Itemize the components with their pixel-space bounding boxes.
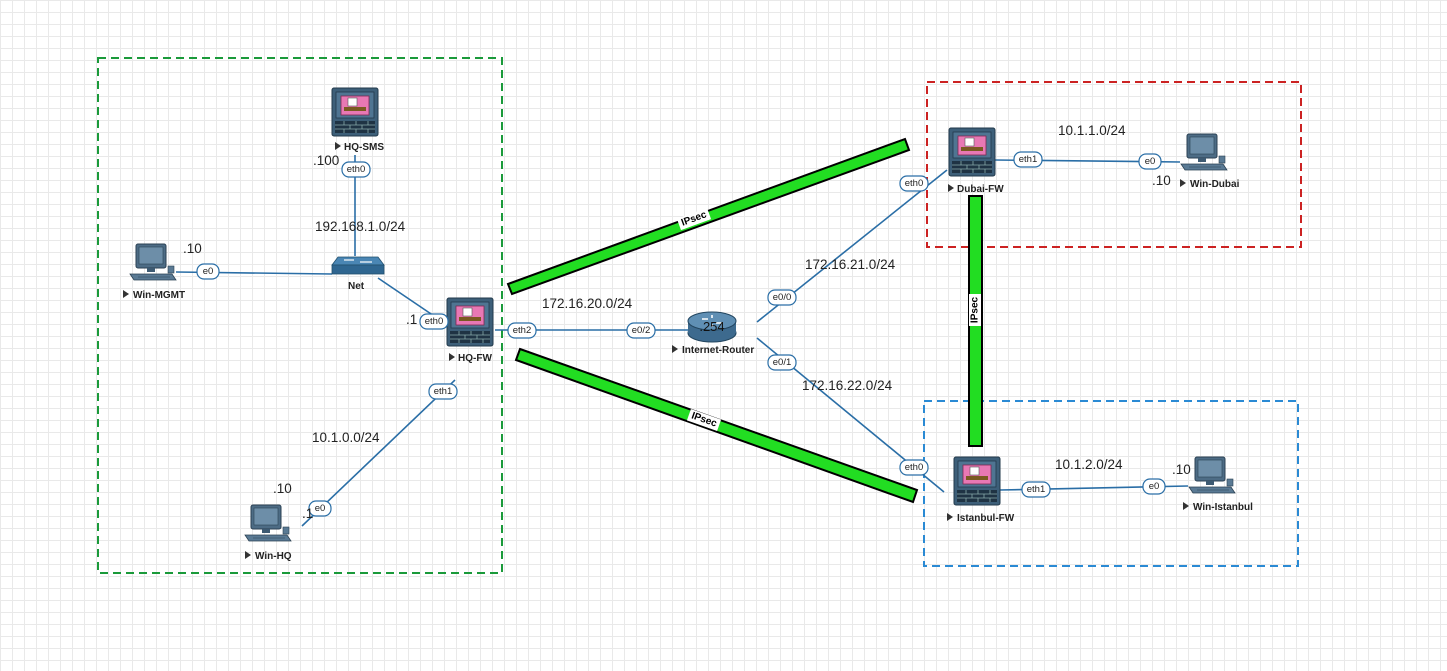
iface-dubai-eth0: eth0 [899,175,929,192]
device-label: Win-Istanbul [1193,502,1253,513]
play-icon[interactable] [245,551,251,559]
host-id-label: .100 [313,153,339,168]
device-label: Win-HQ [255,551,292,562]
network-label: 172.16.22.0/24 [802,378,893,393]
iface-istanbul-eth0: eth0 [899,459,929,476]
zone-istanbul [923,400,1299,567]
tunnel-label: IPsec [970,296,981,323]
play-icon[interactable] [449,353,455,361]
svg-text:e0/1: e0/1 [773,357,792,368]
firewall-icon [948,127,996,177]
network-label: 10.1.2.0/24 [1055,457,1123,472]
internet-router-node[interactable]: .254 Internet-Router [672,311,754,356]
hq-sms-node[interactable]: HQ-SMS [331,87,384,153]
svg-text:e0: e0 [203,266,214,277]
device-label: HQ-SMS [344,142,384,153]
iface-winhq-e0: e0 [308,500,332,517]
tunnel-hq-dubai: IPsec [506,137,911,296]
svg-text:e0: e0 [1145,156,1156,167]
iface-router-e02: e0/2 [626,322,656,339]
win-mgmt-node[interactable]: Win-MGMT [123,243,185,301]
zone-hq [97,57,503,574]
svg-text:e0/0: e0/0 [773,292,792,303]
device-label: Dubai-FW [957,184,1004,195]
zone-dubai [926,81,1302,248]
iface-winmgmt-e0: e0 [196,263,220,280]
iface-windubai-e0: e0 [1138,153,1162,170]
play-icon[interactable] [947,513,953,521]
device-label: Win-MGMT [133,290,185,301]
iface-istanbul-eth1: eth1 [1021,481,1051,498]
iface-router-e00: e0/0 [767,289,797,306]
svg-text:e0/2: e0/2 [632,325,651,336]
network-label: 192.168.1.0/24 [315,219,406,234]
iface-router-e01: e0/1 [767,354,797,371]
win-istanbul-node[interactable]: Win-Istanbul [1183,456,1253,513]
dubai-fw-node[interactable]: Dubai-FW [948,127,1004,195]
play-icon[interactable] [672,345,678,353]
iface-hqfw-eth2: eth2 [507,322,537,339]
device-label: Net [348,281,365,292]
tunnel-hq-istanbul: IPsec [514,347,919,504]
istanbul-fw-node[interactable]: Istanbul-FW [947,456,1015,524]
svg-text:eth1: eth1 [1027,484,1046,495]
network-label: 10.1.1.0/24 [1058,123,1126,138]
svg-text:eth1: eth1 [434,386,453,397]
workstation-icon [1180,133,1228,171]
device-label: Istanbul-FW [957,513,1015,524]
workstation-icon [244,504,292,542]
link-net-hqfw [377,277,441,321]
firewall-icon [446,297,494,347]
host-id-label: .10 [183,241,202,256]
iface-hqfw-eth0: eth0 [419,313,449,330]
firewall-icon [331,87,379,137]
network-label: 172.16.20.0/24 [542,296,633,311]
firewall-icon [953,456,1001,506]
host-id-label: .10 [1152,173,1171,188]
play-icon[interactable] [123,290,129,298]
play-icon[interactable] [948,184,954,192]
host-id-label: .1 [406,312,417,327]
workstation-icon [129,243,177,281]
device-label: Internet-Router [682,345,754,356]
win-hq-node[interactable]: Win-HQ [244,504,292,562]
host-id-label: .1 [302,506,313,521]
svg-text:eth0: eth0 [905,462,924,473]
iface-hqsms-eth0: eth0 [341,161,371,178]
net-switch-node[interactable]: Net [331,256,385,292]
network-label: 172.16.21.0/24 [805,257,896,272]
svg-text:eth2: eth2 [513,325,532,336]
host-id-label: .10 [1172,462,1191,477]
router-host-id: .254 [699,319,724,334]
svg-text:e0: e0 [315,503,326,514]
hq-fw-node[interactable]: HQ-FW [446,297,494,364]
host-id-label: .10 [273,481,292,496]
device-label: Win-Dubai [1190,179,1240,190]
play-icon[interactable] [1180,179,1186,187]
iface-dubai-eth1: eth1 [1013,151,1043,168]
iface-hqfw-eth1: eth1 [428,383,458,400]
switch-icon [331,256,385,275]
svg-text:eth0: eth0 [347,164,366,175]
win-dubai-node[interactable]: Win-Dubai [1180,133,1240,190]
tunnel-dubai-istanbul: IPsec [968,195,983,447]
device-label: HQ-FW [458,353,492,364]
play-icon[interactable] [1183,502,1189,510]
network-label: 10.1.0.0/24 [312,430,380,445]
svg-text:eth0: eth0 [905,178,924,189]
svg-text:eth1: eth1 [1019,154,1038,165]
iface-winistanbul-e0: e0 [1142,478,1166,495]
workstation-icon [1188,456,1236,494]
svg-text:eth0: eth0 [425,316,444,327]
svg-text:e0: e0 [1149,481,1160,492]
play-icon[interactable] [335,142,341,150]
